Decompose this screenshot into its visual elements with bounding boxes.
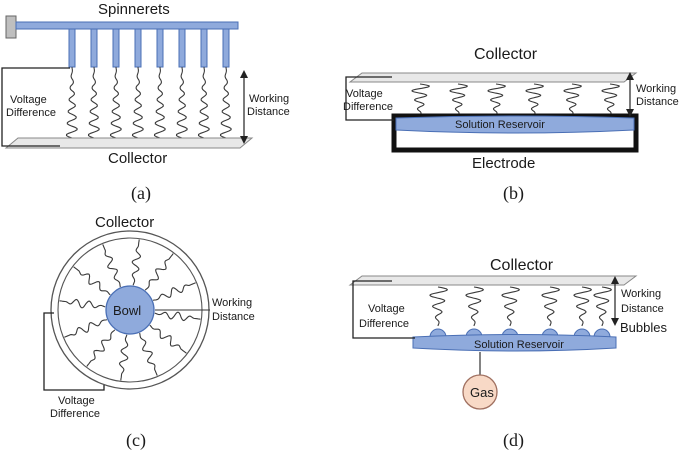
fiber-jet [131,239,142,286]
fiber-jet [153,66,166,139]
spinneret-needle [200,28,208,68]
voltage-wire [1,67,70,147]
voltage-label-line1: Voltage [10,94,47,106]
solution-reservoir [412,334,617,352]
fiber-jet [131,66,144,139]
fiber-jet [118,334,129,381]
collector-label: Collector [490,257,554,274]
reservoir-label: Solution Reservoir [455,119,545,131]
voltage-label-line2: Difference [343,101,393,113]
fiber-jet [197,66,210,139]
gas-label: Gas [470,385,494,400]
spinneret-manifold [15,21,239,30]
fiber-jet [541,286,561,327]
fiber-jet [429,286,449,327]
spinneret-needle [68,28,76,68]
fiber-jet [501,286,521,327]
voltage-label-line1: Voltage [346,88,383,100]
fiber-jet [64,319,108,338]
fiber-jet [219,66,232,139]
panel-c: Collector Bowl Working Distance Voltage … [43,214,255,451]
caption-a: (a) [131,183,151,204]
collector-label: Collector [474,46,538,63]
panel-d: Collector Voltage Difference Working Dis… [348,257,667,451]
spinneret-needle [134,28,142,68]
voltage-wire [345,76,394,121]
fiber-jet [525,83,545,117]
spinneret-end-cap [5,15,17,39]
fiber-jets [59,239,201,381]
fiber-jet [73,266,111,296]
spinneret-needle [156,28,164,68]
bubbles-label: Bubbles [620,320,667,335]
fiber-jet [65,66,78,139]
fiber-jet [87,66,100,139]
fiber-jet [411,83,431,117]
voltage-label-line2: Difference [6,107,56,119]
panel-a: Spinnerets Voltage Difference Working Di… [1,1,290,204]
fiber-jet [149,324,187,354]
collector-plate [348,72,638,83]
solution-reservoir [395,115,635,134]
voltage-label-line2: Difference [50,408,100,420]
fiber-jet [573,286,593,327]
fiber-jet [144,253,174,291]
fiber-jets [429,286,613,327]
working-distance-label-line1: Working [636,83,676,95]
fiber-jet [102,244,121,288]
spinneret-needle [222,28,230,68]
spinneret-needle [90,28,98,68]
working-distance-label-line2: Distance [621,303,664,315]
working-distance-label-line1: Working [212,297,252,309]
gas-source [462,374,498,410]
caption-c: (c) [126,430,146,451]
voltage-wire [43,312,105,391]
voltage-label-line1: Voltage [58,395,95,407]
spinnerets-label: Spinnerets [98,1,170,18]
caption-d: (d) [503,430,524,451]
working-distance-label-line2: Distance [212,311,255,323]
collector-plate [348,275,638,286]
fiber-jets [411,83,621,117]
spinneret-needles [68,28,230,68]
bowl-label: Bowl [113,303,141,318]
fiber-jets [65,66,232,139]
working-distance-label-line1: Working [621,288,661,300]
panel-b: Collector Voltage Difference Working Dis… [343,46,679,204]
working-distance-label-line2: Distance [247,106,290,118]
spinneret-needle [178,28,186,68]
collector-label: Collector [108,150,167,167]
bowl [105,285,155,335]
collector-plate [4,137,254,149]
collector-label: Collector [95,214,154,231]
fiber-jet [109,66,122,139]
reservoir-label: Solution Reservoir [474,339,564,351]
voltage-label-line2: Difference [359,318,409,330]
fiber-jet [86,329,116,367]
fiber-jet [601,83,621,117]
fiber-jet [487,83,507,117]
caption-b: (b) [503,183,524,204]
fiber-jet [465,286,485,327]
fiber-jet [449,83,469,117]
working-distance-label-line2: Distance [636,96,679,108]
fiber-jet [139,332,158,376]
fiber-jet [59,298,106,309]
spinneret-needle [112,28,120,68]
fiber-jet [152,282,196,301]
fiber-jet [563,83,583,117]
working-distance-label-line1: Working [249,93,289,105]
fiber-jet [175,66,188,139]
fiber-jet [154,311,201,322]
voltage-wire [352,280,415,339]
fiber-jet [593,286,613,327]
voltage-label-line1: Voltage [368,303,405,315]
electrode-label: Electrode [472,155,535,172]
